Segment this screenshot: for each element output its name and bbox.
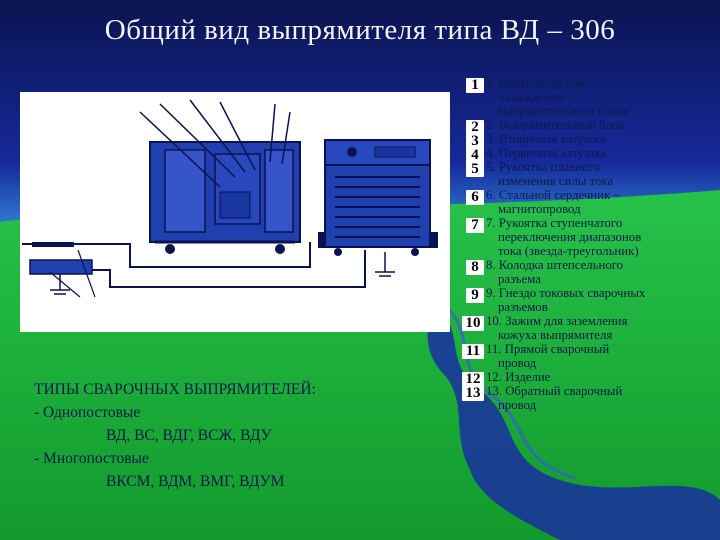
legend-line: 2. Выпрямительный блок	[486, 118, 625, 132]
legend-number-badge: 12	[462, 372, 484, 387]
legend-number-badge: 7	[466, 218, 484, 233]
legend-line: 1. Вентилятор для	[486, 76, 585, 90]
legend-number-badge: 4	[466, 148, 484, 163]
legend-text: 2. Выпрямительный блок	[486, 118, 718, 132]
legend-line-continued: разъемов	[498, 300, 548, 314]
rectifier-diagram	[20, 92, 450, 332]
legend-line-continued: провод	[498, 356, 537, 370]
legend-number-badge: 2	[466, 120, 484, 135]
legend-line-continued: кожуха выпрямителя	[498, 328, 613, 342]
legend-line-continued: переключения диапазонов	[498, 230, 642, 244]
legend-text: 6. Стальной сердечник –магнитопровод	[486, 188, 718, 216]
welding-circuit	[22, 242, 395, 298]
legend-number-badge: 8	[466, 260, 484, 275]
legend-number-badge: 11	[462, 344, 484, 359]
legend-text: 4. Первичная катушка	[486, 146, 718, 160]
legend-number-badge: 9	[466, 288, 484, 303]
legend-line: 11. Прямой сварочный	[486, 342, 610, 356]
legend-line: 13. Обратный сварочный	[486, 384, 623, 398]
legend-number-badge: 10	[462, 316, 484, 331]
legend-line-continued: разъема	[498, 272, 541, 286]
legend-line-continued: магнитопровод	[498, 202, 581, 216]
legend-line: 3. Вторичная катушка	[486, 132, 606, 146]
legend-line: 9. Гнездо токовых сварочных	[486, 286, 646, 300]
legend-line: 10. Зажим для заземления	[486, 314, 628, 328]
types-multi-examples: ВКСМ, ВДМ, ВМГ, ВДУМ	[106, 473, 285, 490]
slide-title: Общий вид выпрямителя типа ВД – 306	[104, 14, 616, 46]
types-multi-label: - Многопостовые	[34, 450, 149, 467]
legend-line-continued: охлаждения	[498, 90, 564, 104]
rectifier-types: ТИПЫ СВАРОЧНЫХ ВЫПРЯМИТЕЛЕЙ: - Однопосто…	[34, 378, 454, 493]
types-heading: ТИПЫ СВАРОЧНЫХ ВЫПРЯМИТЕЛЕЙ:	[34, 381, 316, 398]
legend-line-continued: выпрямительного блока	[498, 104, 629, 118]
legend-line: 8. Колодка штепсельного	[486, 258, 624, 272]
rectifier-housing	[318, 139, 438, 256]
legend-line-continued: провод	[498, 398, 537, 412]
types-single-examples: ВД, ВС, ВДГ, ВСЖ, ВДУ	[106, 427, 272, 444]
legend-line-continued: изменения силы тока	[498, 174, 614, 188]
legend-line: 7. Рукоятка ступенчатого	[486, 216, 623, 230]
legend-number-badge: 3	[466, 134, 484, 149]
legend-number-badge: 1	[466, 78, 484, 93]
legend-line: 12. Изделие	[486, 370, 551, 384]
legend-text: 12. Изделие	[486, 370, 718, 384]
legend-line-continued: тока (звезда-треугольник)	[498, 244, 639, 258]
legend-number-badge: 5	[466, 162, 484, 177]
types-single-label: - Однопостовые	[34, 404, 141, 421]
legend-text: 3. Вторичная катушка	[486, 132, 718, 146]
legend-line: 4. Первичная катушка	[486, 146, 606, 160]
transformer-unit	[139, 99, 301, 254]
legend-line: 5. Рукоятка плавного	[486, 160, 600, 174]
legend-line: 6. Стальной сердечник –	[486, 188, 620, 202]
legend-number-badge: 6	[466, 190, 484, 205]
legend-number-badge: 13	[462, 386, 484, 401]
